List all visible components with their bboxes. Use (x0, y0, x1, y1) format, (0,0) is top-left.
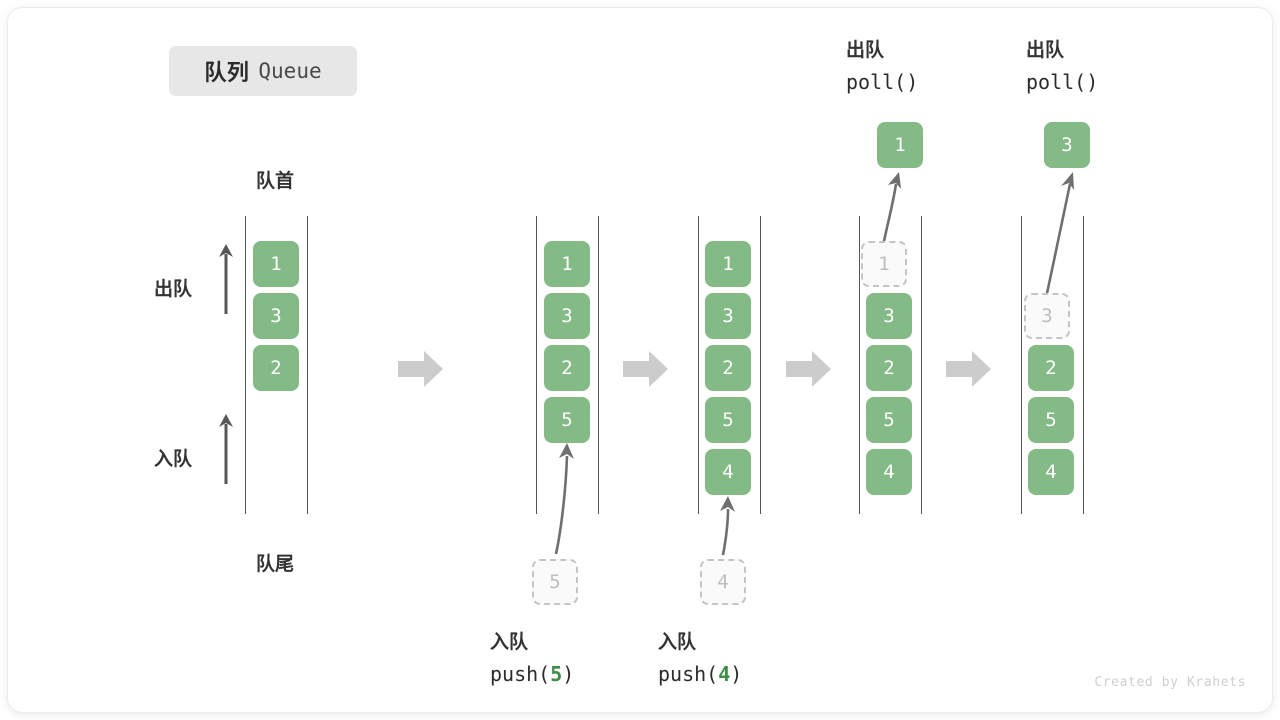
ghost-cell: 4 (700, 559, 746, 605)
title-cn: 队列 (204, 60, 250, 85)
cell: 1 (253, 241, 299, 287)
step-arrow-1 (398, 349, 444, 389)
push-5-label-cn: 入队 (490, 632, 529, 653)
push-4-label-code: push(4) (658, 662, 743, 687)
watermark: Created by Krahets (1094, 675, 1246, 690)
rail-left-col4 (859, 216, 860, 514)
rail-right-col5 (1083, 216, 1084, 514)
poll-3-label-code: poll() (1026, 70, 1099, 95)
ghost-cell: 5 (532, 559, 578, 605)
rail-right-col4 (921, 216, 922, 514)
rear-label: 队尾 (255, 554, 294, 575)
cell: 3 (253, 293, 299, 339)
push-4-arrow-icon (696, 493, 756, 557)
cell: 2 (866, 345, 912, 391)
poll-1-label: 出队 poll() (846, 36, 966, 98)
enqueue-label: 入队 (154, 449, 193, 470)
diagram-canvas: 队列 Queue 队首 队尾 1 3 2 出队 入队 1 3 2 5 (8, 8, 1272, 712)
cell: 2 (705, 345, 751, 391)
rail-right-col3 (760, 216, 761, 514)
polled-cell: 1 (877, 122, 923, 168)
rail-left-col2 (536, 216, 537, 514)
cell: 5 (544, 397, 590, 443)
push-5-label: 入队 push(5) (490, 628, 620, 690)
dequeue-arrow-icon (214, 242, 238, 316)
cell: 1 (544, 241, 590, 287)
step-arrow-3 (786, 349, 832, 389)
cell: 4 (1028, 449, 1074, 495)
rail-left-col1 (245, 216, 246, 514)
title-chip: 队列 Queue (169, 46, 357, 96)
push-4-label-cn: 入队 (658, 632, 697, 653)
rail-right-col1 (307, 216, 308, 514)
cell: 3 (866, 293, 912, 339)
rail-right-col2 (598, 216, 599, 514)
poll-3-arrow-icon (1026, 170, 1096, 300)
cell: 5 (705, 397, 751, 443)
rail-left-col5 (1021, 216, 1022, 514)
cell: 3 (705, 293, 751, 339)
cell: 5 (1028, 397, 1074, 443)
poll-3-label: 出队 poll() (1026, 36, 1146, 98)
polled-cell: 3 (1044, 122, 1090, 168)
dequeue-label: 出队 (154, 279, 193, 300)
rail-left-col3 (698, 216, 699, 514)
cell: 4 (866, 449, 912, 495)
poll-3-label-cn: 出队 (1026, 40, 1065, 61)
cell: 2 (1028, 345, 1074, 391)
step-arrow-2 (623, 349, 669, 389)
title-en: Queue (258, 59, 322, 83)
push-5-arrow-icon (528, 440, 588, 556)
cell: 2 (253, 345, 299, 391)
poll-1-label-cn: 出队 (846, 40, 885, 61)
cell: 2 (544, 345, 590, 391)
step-arrow-4 (946, 349, 992, 389)
enqueue-arrow-icon (214, 412, 238, 486)
poll-1-arrow-icon (863, 170, 923, 248)
cell: 1 (705, 241, 751, 287)
front-label: 队首 (255, 171, 294, 192)
push-5-label-code: push(5) (490, 662, 575, 687)
ghost-cell: 1 (861, 241, 907, 287)
poll-1-label-code: poll() (846, 70, 919, 95)
cell: 3 (544, 293, 590, 339)
push-4-label: 入队 push(4) (658, 628, 788, 690)
ghost-cell: 3 (1024, 293, 1070, 339)
cell: 4 (705, 449, 751, 495)
cell: 5 (866, 397, 912, 443)
